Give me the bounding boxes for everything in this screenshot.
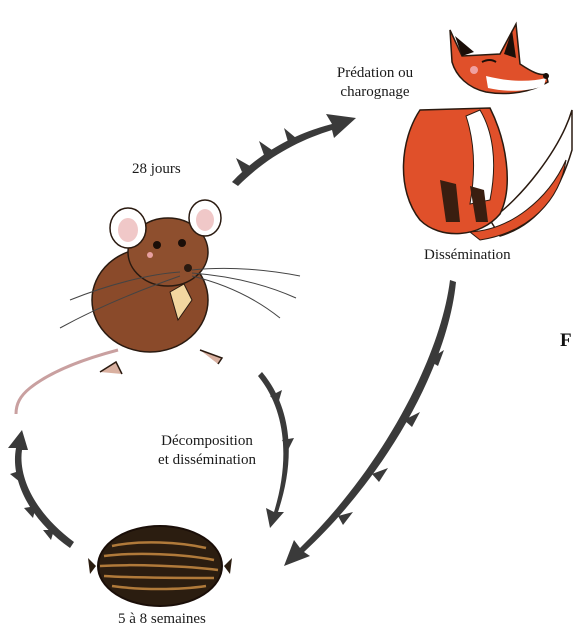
seed-caption: 5 à 8 semaines — [118, 610, 206, 629]
mouse-tail — [16, 350, 118, 414]
edge-text-fragment: F — [560, 330, 572, 352]
label-mouse-to-fox: Prédation ou charognage — [300, 64, 450, 102]
seed-illustration — [88, 526, 232, 606]
arrow-seed-to-mouse — [8, 430, 74, 548]
fox-nose — [543, 73, 549, 79]
label-mouse-to-fox-line2: charognage — [300, 83, 450, 102]
mouse-eye — [153, 241, 161, 249]
label-mouse-to-fox-line1: Prédation ou — [300, 64, 450, 83]
arrow-mouse-to-fox — [232, 114, 356, 186]
arrow-fox-to-seed — [284, 280, 456, 566]
label-mouse-to-seed: Décomposition et dissémination — [142, 432, 272, 470]
fox-illustration — [403, 24, 572, 240]
label-mouse-to-seed-line1: Décomposition — [142, 432, 272, 451]
mouse-illustration — [16, 200, 300, 414]
mouse-caption: 28 jours — [132, 160, 181, 179]
label-mouse-to-seed-line2: et dissémination — [142, 451, 272, 470]
fox-caption: Dissémination — [424, 246, 511, 265]
